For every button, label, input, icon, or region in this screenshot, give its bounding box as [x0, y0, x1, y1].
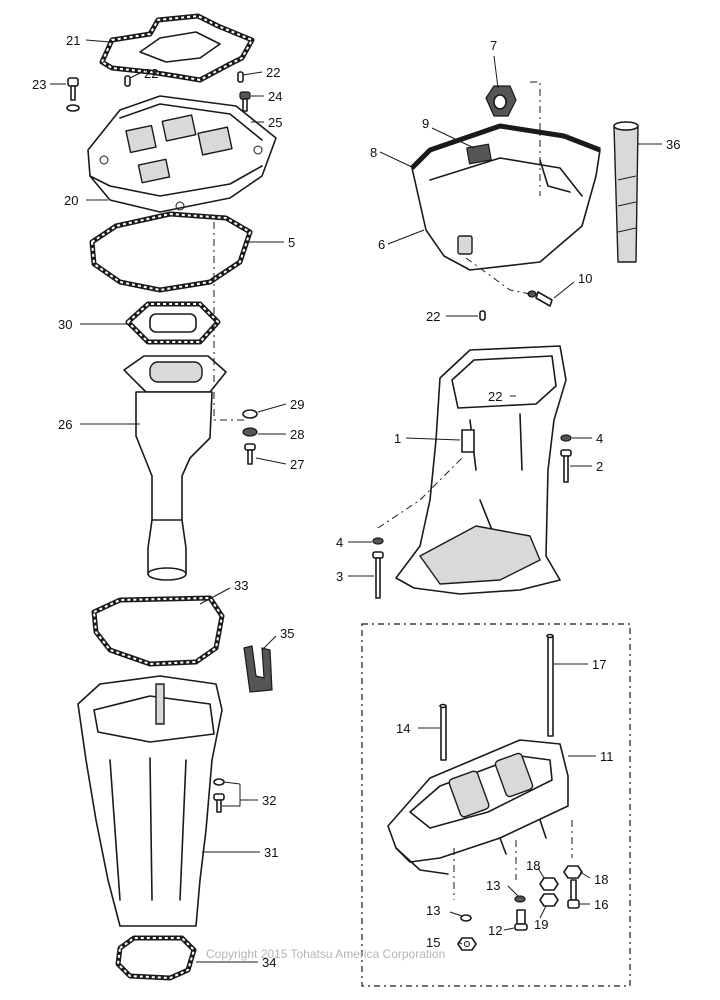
callout-21: 21	[66, 33, 80, 48]
callout-22: 22	[266, 65, 280, 80]
part-30-gasket	[125, 301, 221, 345]
callout-18: 18	[594, 872, 608, 887]
part-33-gasket	[91, 595, 225, 667]
part-21-gasket	[99, 13, 255, 83]
callout-25: 25	[268, 115, 282, 130]
part-28-washer	[242, 427, 258, 437]
callout-22: 22	[426, 309, 440, 324]
part-3-bolt	[372, 551, 384, 599]
callout-31: 31	[264, 845, 278, 860]
callout-28: 28	[290, 427, 304, 442]
part-18-nut-b	[563, 865, 583, 879]
callout-35: 35	[280, 626, 294, 641]
part-4-washer-lower	[372, 537, 384, 545]
part-29-washer	[242, 409, 258, 419]
part-22-pin-b	[237, 71, 244, 83]
callout-19: 19	[534, 917, 548, 932]
part-23-bolt	[66, 77, 80, 112]
part-36-water-pipe	[613, 121, 639, 263]
alignment-line-cover	[530, 81, 541, 196]
inset-box	[361, 623, 631, 987]
callout-32: 32	[262, 793, 276, 808]
callout-2: 2	[596, 459, 603, 474]
part-17-stud	[546, 633, 554, 737]
callout-22: 22	[488, 389, 502, 404]
part-9-label	[466, 143, 492, 165]
callout-9: 9	[422, 116, 429, 131]
callout-12: 12	[488, 923, 502, 938]
part-13-washer-a	[514, 895, 526, 903]
callout-22: 22	[144, 66, 158, 81]
part-32-washer	[213, 778, 225, 786]
callout-labels: 21 22 22 23 24 25 20 5 30 26 29 28 27 7 …	[32, 33, 680, 970]
callout-26: 26	[58, 417, 72, 432]
callout-1: 1	[394, 431, 401, 446]
part-16-bolt	[567, 879, 580, 909]
part-34-gasket	[115, 935, 197, 981]
callout-5: 5	[288, 235, 295, 250]
callout-6: 6	[378, 237, 385, 252]
alignment-line-inset	[453, 820, 573, 900]
callout-7: 7	[490, 38, 497, 53]
part-22-pin-c	[479, 310, 486, 321]
alignment-line-screw	[465, 257, 531, 295]
part-14-stud	[439, 703, 447, 761]
callout-34: 34	[262, 955, 276, 970]
part-15-nut	[457, 937, 477, 951]
part-4-washer-upper	[560, 434, 572, 442]
part-5-gasket	[89, 211, 253, 293]
callout-16: 16	[594, 897, 608, 912]
part-2-bolt	[560, 449, 572, 483]
part-11-plate	[387, 739, 569, 875]
part-18-nut-a	[539, 877, 559, 891]
callout-10: 10	[578, 271, 592, 286]
callout-4: 4	[336, 535, 343, 550]
callout-8: 8	[370, 145, 377, 160]
part-22-pin-a	[124, 75, 131, 87]
part-12-bolt	[514, 909, 528, 931]
callout-23: 23	[32, 77, 46, 92]
callout-17: 17	[592, 657, 606, 672]
callout-36: 36	[666, 137, 680, 152]
callout-18: 18	[526, 858, 540, 873]
part-24-bolt	[239, 91, 251, 112]
part-31-under-cover	[77, 675, 223, 927]
callout-14: 14	[396, 721, 410, 736]
alignment-line-housing	[377, 457, 463, 529]
part-7-grommet	[485, 85, 517, 117]
callout-3: 3	[336, 569, 343, 584]
callout-15: 15	[426, 935, 440, 950]
copyright-watermark: Copyright 2015 Tohatsu America Corporati…	[206, 947, 445, 961]
leader-lines	[50, 39, 662, 963]
callout-11: 11	[600, 749, 614, 764]
callout-13: 13	[426, 903, 440, 918]
callout-27: 27	[290, 457, 304, 472]
part-13-washer-b	[460, 914, 472, 922]
callout-4: 4	[596, 431, 603, 446]
part-27-bolt	[244, 443, 256, 465]
callout-24: 24	[268, 89, 282, 104]
part-6-cover	[410, 123, 601, 271]
alignment-line-left	[213, 222, 246, 421]
callout-20: 20	[64, 193, 78, 208]
part-26-exhaust-pipe	[123, 355, 227, 581]
part-20-plate	[87, 95, 277, 213]
part-32-bolt	[213, 793, 225, 813]
callout-13: 13	[486, 878, 500, 893]
part-35-bracket	[243, 645, 273, 693]
part-1-drive-shaft-housing	[395, 345, 567, 595]
callout-30: 30	[58, 317, 72, 332]
callout-33: 33	[234, 578, 248, 593]
part-10-screw	[527, 290, 553, 307]
callout-29: 29	[290, 397, 304, 412]
part-19-nut	[539, 893, 559, 907]
